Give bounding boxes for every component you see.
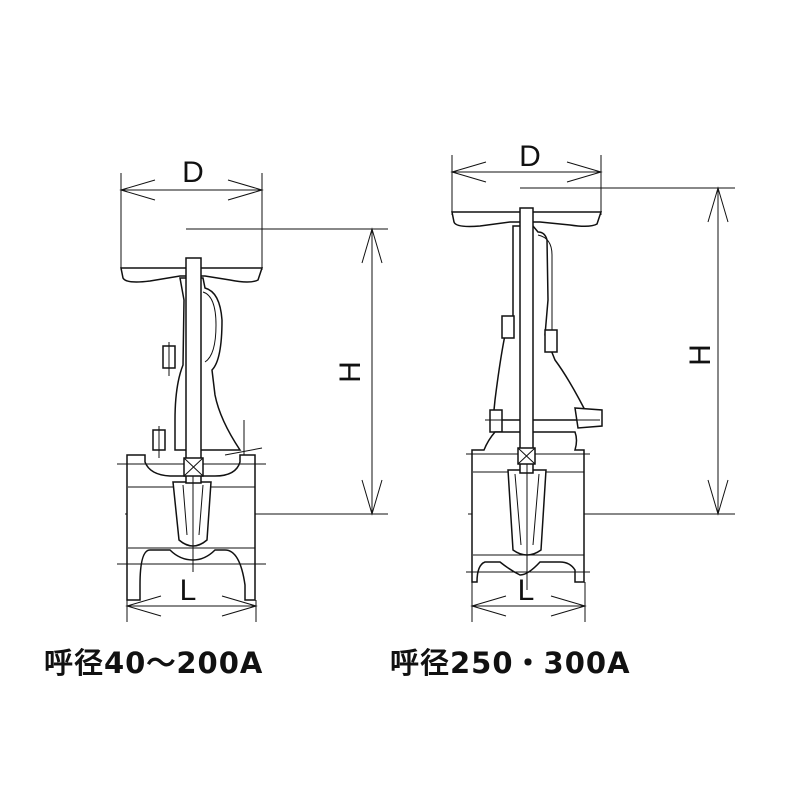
dim-h-label: H [684, 344, 717, 366]
gate-valve-large: D H [450, 140, 735, 622]
dim-l-label: L [518, 574, 535, 607]
caption-large-valve: 呼径250・300A [390, 646, 631, 680]
dim-d-label: D [182, 156, 204, 189]
dim-d-label: D [519, 140, 541, 173]
dimension-d-left: D [119, 156, 264, 270]
gate-valve-small: D H [117, 156, 388, 622]
dim-h-label: H [334, 361, 367, 383]
dim-l-label: L [180, 574, 197, 607]
dimension-d-right: D [450, 140, 603, 215]
dimension-l-right: L [470, 574, 587, 622]
dimension-h-left: H [125, 227, 388, 516]
dimension-l-left: L [125, 574, 258, 622]
caption-small-valve: 呼径40～200A [44, 646, 264, 680]
